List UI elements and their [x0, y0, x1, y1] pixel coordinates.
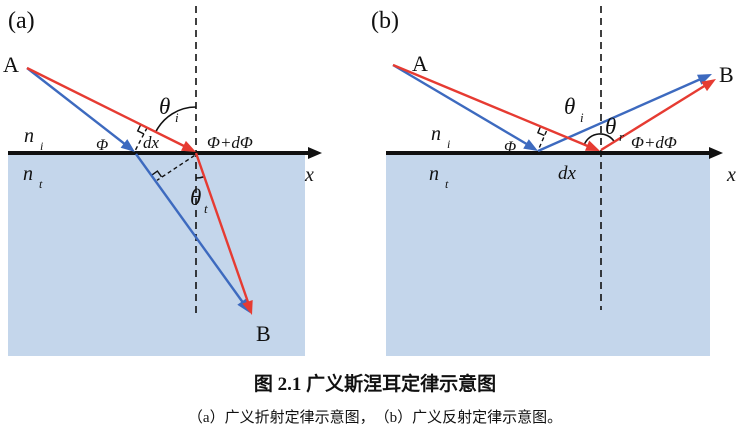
panel-a-x-axis-label: x	[304, 164, 314, 186]
panel-a-blue-refracted-ray	[135, 153, 245, 305]
panel-b-red-reflected-ray	[600, 83, 707, 152]
panel-b-theta-i-subscript: i	[580, 110, 584, 125]
panel-a-x-axis-arrowhead-icon	[308, 147, 322, 159]
panel-a-red-refracted-arrowhead-icon	[242, 300, 253, 315]
panel-a-phi-label: Φ	[96, 137, 108, 154]
panel-a-n-i-symbol: n	[24, 125, 34, 147]
panel-b-phi-label: Φ	[504, 139, 516, 156]
panel-b-phi-plus-dphi-label: Φ+dΦ	[631, 133, 677, 152]
panel-b-x-axis-label: x	[726, 164, 736, 186]
panel-b-reflection: (b) A θ i θ r Φ Φ+dΦ n i n t dx x B	[371, 6, 736, 356]
panel-b-dx-label: dx	[558, 163, 577, 184]
panel-a-theta-t-symbol: θ	[190, 185, 201, 210]
figure-caption-subtitle: （a）广义折射定律示意图， （b）广义反射定律示意图。	[187, 410, 563, 426]
panel-a-phi-plus-dphi-label: Φ+dΦ	[207, 133, 253, 152]
panel-a-theta-t-subscript: t	[204, 201, 208, 216]
panel-b-red-incident-ray	[392, 63, 591, 149]
panel-b-blue-reflected-arrowhead-icon	[697, 74, 712, 85]
panel-a-refraction: (a) A θ i Φ dx Φ+dΦ n i n t θ t x B	[3, 6, 322, 356]
panel-b-theta-r-symbol: θ	[605, 114, 616, 139]
panel-a-red-incident-arrowhead-icon	[181, 140, 196, 152]
panel-b-red-incident-arrowhead-icon	[585, 140, 600, 151]
panel-a-n-i-subscript: i	[40, 139, 43, 153]
panel-b-blue-incident-ray	[392, 63, 531, 148]
panel-a-point-b-label: B	[256, 321, 271, 346]
panel-b-theta-r-subscript: r	[619, 129, 625, 144]
panel-b-blue-incident-arrowhead-icon	[523, 139, 538, 151]
panel-b-n-t-symbol: n	[429, 163, 439, 185]
panel-b-right-angle-mark-icon	[536, 126, 545, 137]
panel-b-n-t-subscript: t	[445, 177, 449, 191]
panel-a-blue-incident-arrowhead-icon	[120, 139, 135, 152]
panel-b-theta-i-symbol: θ	[564, 94, 575, 119]
panel-a-right-angle-mark-bottom-icon	[151, 170, 163, 178]
panel-a-red-incident-ray	[26, 66, 188, 149]
panel-a-tag: (a)	[8, 8, 35, 34]
panel-b-x-axis-arrowhead-icon	[709, 147, 723, 159]
panel-a-n-t-subscript: t	[39, 177, 43, 191]
panel-a-medium-region	[8, 155, 305, 356]
panel-b-wavefront-dashed	[537, 130, 548, 150]
panel-b-point-a-label: A	[412, 51, 428, 76]
panel-b-n-i-symbol: n	[431, 123, 441, 145]
panel-a-theta-i-symbol: θ	[159, 94, 170, 119]
panel-a-n-t-symbol: n	[23, 163, 33, 185]
panel-b-blue-reflected-ray	[537, 76, 704, 153]
panel-a-blue-incident-ray	[26, 67, 129, 148]
panel-b-point-b-label: B	[719, 62, 734, 87]
panel-a-wavefront-dashed-bottom	[156, 154, 195, 181]
panel-b-red-reflected-arrowhead-icon	[701, 79, 716, 92]
panel-a-point-a-label: A	[3, 52, 19, 77]
panel-b-n-i-subscript: i	[447, 137, 450, 151]
panel-b-medium-region	[386, 155, 710, 356]
figure-caption-title: 图 2.1 广义斯涅耳定律示意图	[253, 374, 497, 395]
panel-a-right-angle-mark-top-icon	[136, 124, 145, 135]
panel-a-theta-i-arc	[154, 106, 197, 133]
panel-b-tag: (b)	[371, 8, 399, 34]
panel-a-red-refracted-ray	[194, 152, 251, 306]
panel-a-theta-i-subscript: i	[175, 110, 179, 125]
panel-a-dx-label: dx	[143, 133, 160, 152]
panel-b-theta-arc	[583, 133, 616, 145]
snell-law-diagram: (a) A θ i Φ dx Φ+dΦ n i n t θ t x B	[3, 6, 736, 356]
